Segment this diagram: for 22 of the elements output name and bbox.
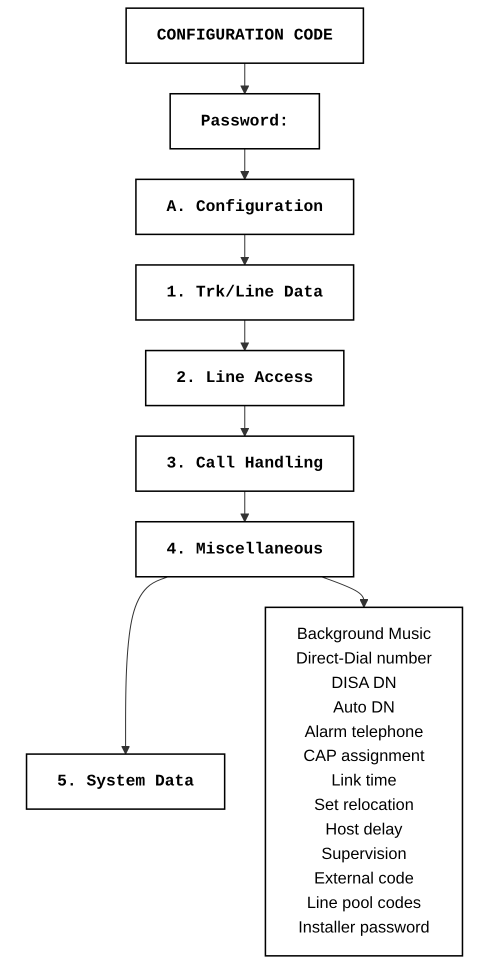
- node-label: Supervision: [321, 846, 407, 864]
- process-box: A. Configuration: [135, 178, 354, 236]
- node-label: DISA DN: [331, 674, 397, 692]
- process-box: 2. Line Access: [144, 350, 345, 406]
- node-label: External code: [314, 870, 414, 888]
- node-label: Link time: [331, 772, 397, 790]
- process-box: Background Music Direct-Dial number DISA DN Auto DN Alarm telephone CAP assignment Link time Set relocation Host delay Supervision External code Line pool codes Installer password: [264, 606, 464, 957]
- node-label: Background Music: [296, 626, 432, 644]
- process-box: 4. Miscellaneous: [135, 520, 354, 578]
- node-label: Direct-Dial number: [296, 650, 432, 668]
- node-label: Installer password: [298, 919, 430, 936]
- node-label: Set relocation: [314, 796, 414, 814]
- process-box: 1. Trk/Line Data: [135, 264, 354, 321]
- node-label: Host delay: [325, 821, 402, 839]
- node-label: Auto DN: [333, 699, 395, 716]
- process-box: Password:: [169, 92, 320, 150]
- process-box: 3. Call Handling: [135, 435, 354, 492]
- process-box: CONFIGURATION CODE: [125, 7, 364, 64]
- node-label: Line pool codes: [306, 894, 422, 912]
- node-label: CAP assignment: [303, 748, 425, 766]
- process-box: 5. System Data: [26, 753, 226, 810]
- node-label: Alarm telephone: [304, 724, 424, 741]
